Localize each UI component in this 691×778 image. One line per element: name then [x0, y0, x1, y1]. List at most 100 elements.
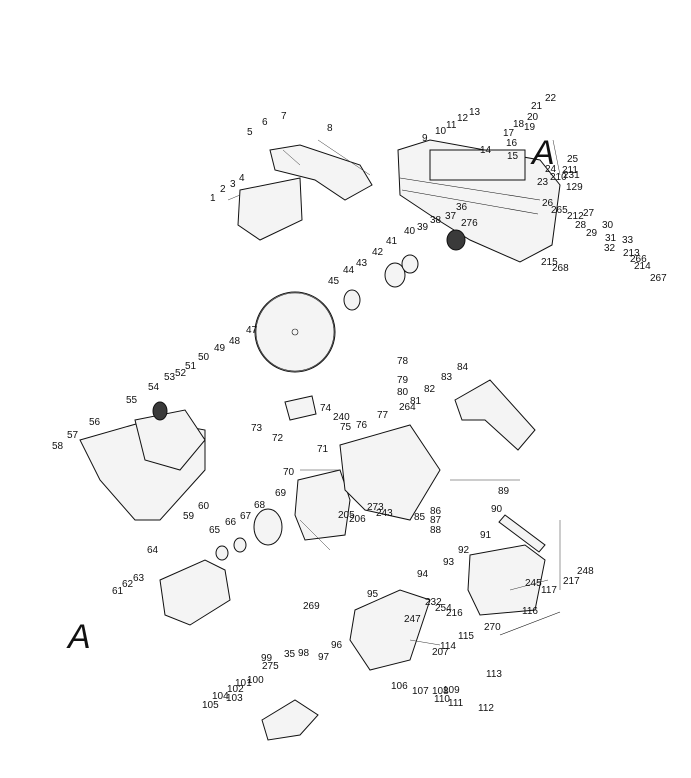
part-number-111: 111: [448, 698, 464, 709]
part-number-48: 48: [229, 336, 241, 347]
part-number-104: 104: [212, 691, 229, 702]
part-number-83: 83: [441, 372, 453, 383]
part-number-4: 4: [239, 173, 245, 184]
part-number-75: 75: [340, 422, 352, 433]
part-number-49: 49: [214, 343, 226, 354]
stator-ring-68: [253, 508, 283, 546]
part-number-105: 105: [202, 700, 219, 711]
part-number-51: 51: [185, 361, 197, 372]
part-number-62: 62: [122, 579, 134, 590]
guard-cover-part: [237, 177, 303, 241]
part-number-24: 24: [545, 164, 557, 175]
part-number-61: 61: [112, 586, 124, 597]
saw-blade-outer: [255, 292, 335, 372]
stator-70: [294, 469, 351, 541]
part-number-35: 35: [284, 649, 296, 660]
flange-inner: [384, 262, 406, 288]
part-number-73: 73: [251, 423, 263, 434]
part-number-240: 240: [333, 412, 350, 423]
part-number-69: 69: [275, 488, 287, 499]
part-number-12: 12: [457, 113, 469, 124]
part-number-21: 21: [531, 101, 543, 112]
part-number-19: 19: [524, 122, 536, 133]
shaft-116: [499, 611, 561, 636]
rail-tube-part: [399, 177, 541, 215]
saw-blade-arbor: [291, 328, 299, 336]
part-number-47: 47: [246, 325, 258, 336]
part-number-211: 211: [562, 165, 578, 176]
part-number-270: 270: [484, 622, 501, 633]
part-number-33: 33: [622, 235, 634, 246]
part-number-82: 82: [424, 384, 436, 395]
part-number-74: 74: [320, 403, 332, 414]
part-number-114: 114: [440, 641, 456, 652]
part-number-215: 215: [541, 257, 558, 268]
part-number-40: 40: [404, 226, 416, 237]
part-number-30: 30: [602, 220, 614, 231]
section-marker-bottom: A: [66, 618, 91, 656]
gear-housing-92: [467, 544, 546, 616]
part-number-205: 205: [338, 510, 355, 521]
part-number-56: 56: [89, 417, 101, 428]
bearing-66: [215, 545, 229, 561]
part-number-55: 55: [126, 395, 138, 406]
motor-slide-bracket: [429, 149, 526, 181]
part-number-32: 32: [604, 243, 616, 254]
part-number-117: 117: [541, 585, 557, 596]
part-number-16: 16: [506, 138, 518, 149]
part-number-207: 207: [432, 647, 449, 658]
part-number-41: 41: [386, 236, 398, 247]
part-number-265: 265: [551, 205, 568, 216]
part-number-210: 210: [550, 172, 567, 183]
part-number-86: 86: [430, 506, 442, 517]
part-number-247: 247: [404, 614, 421, 625]
flange-outer: [343, 289, 361, 311]
part-number-43: 43: [356, 258, 368, 269]
part-number-23: 23: [537, 177, 549, 188]
part-number-80: 80: [397, 387, 409, 398]
part-number-81: 81: [410, 396, 422, 407]
rail-tube-90: [498, 514, 546, 553]
part-number-31: 31: [605, 233, 617, 244]
part-number-113: 113: [486, 669, 502, 680]
part-number-28: 28: [575, 220, 587, 231]
part-number-264: 264: [399, 402, 416, 413]
part-number-97: 97: [318, 652, 330, 663]
part-number-27: 27: [583, 208, 595, 219]
part-number-53: 53: [164, 372, 176, 383]
bearing-40: [401, 254, 419, 274]
part-number-91: 91: [480, 530, 492, 541]
part-number-268: 268: [552, 263, 569, 274]
part-number-217: 217: [563, 576, 580, 587]
part-number-101: 101: [235, 678, 252, 689]
part-number-26: 26: [542, 198, 554, 209]
brush-holder-73: [284, 395, 317, 421]
part-number-14: 14: [480, 145, 492, 156]
part-number-59: 59: [183, 511, 195, 522]
part-number-110: 110: [434, 694, 450, 705]
part-number-115: 115: [458, 631, 474, 642]
part-number-60: 60: [198, 501, 210, 512]
part-number-6: 6: [262, 117, 268, 128]
parts-illustration: [79, 139, 561, 741]
part-number-39: 39: [417, 222, 429, 233]
part-number-71: 71: [317, 444, 329, 455]
part-number-107: 107: [412, 686, 429, 697]
part-number-275: 275: [262, 661, 279, 672]
part-number-9: 9: [422, 133, 428, 144]
part-number-212: 212: [567, 211, 584, 222]
part-number-273: 273: [367, 502, 384, 513]
part-number-42: 42: [372, 247, 384, 258]
part-number-22: 22: [545, 93, 557, 104]
part-number-38: 38: [430, 215, 442, 226]
bearing-67: [233, 537, 247, 553]
guard-spring-54: [152, 401, 168, 421]
part-number-102: 102: [227, 684, 244, 695]
armature-64: [159, 559, 231, 626]
gear-part: [446, 229, 466, 251]
part-number-66: 66: [225, 517, 237, 528]
part-number-90: 90: [491, 504, 503, 515]
part-number-95: 95: [367, 589, 379, 600]
part-number-68: 68: [254, 500, 266, 511]
